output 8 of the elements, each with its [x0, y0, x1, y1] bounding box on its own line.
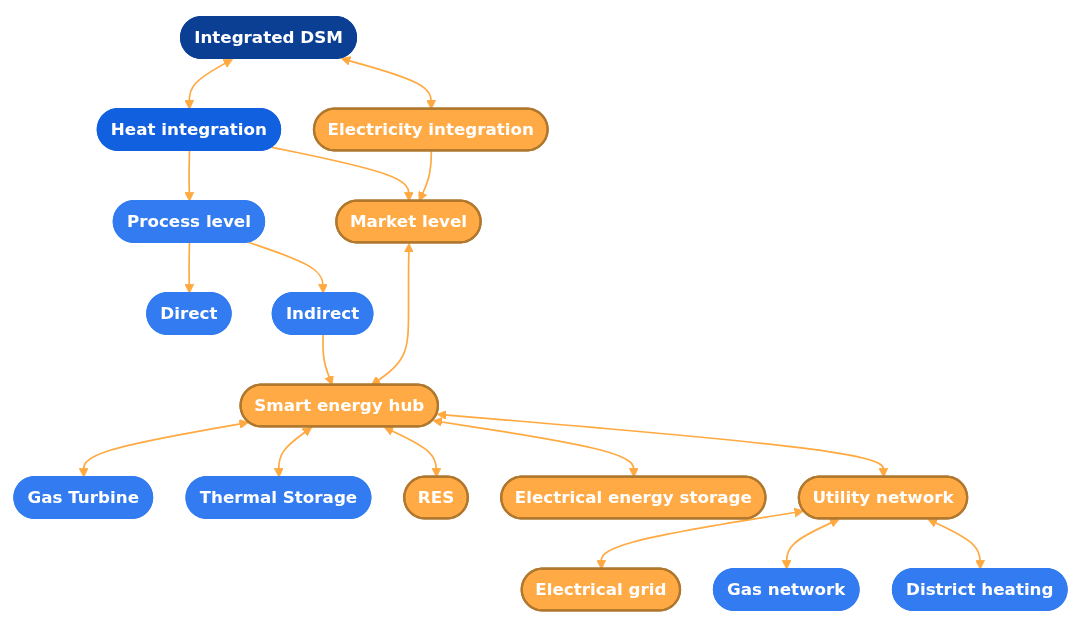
arrow — [184, 150, 195, 202]
arrow — [781, 518, 840, 570]
arrow — [78, 419, 249, 478]
arrow — [927, 518, 986, 570]
arrow — [184, 58, 233, 110]
arrow — [184, 242, 195, 294]
arrow — [247, 241, 328, 294]
arrow — [273, 426, 313, 478]
